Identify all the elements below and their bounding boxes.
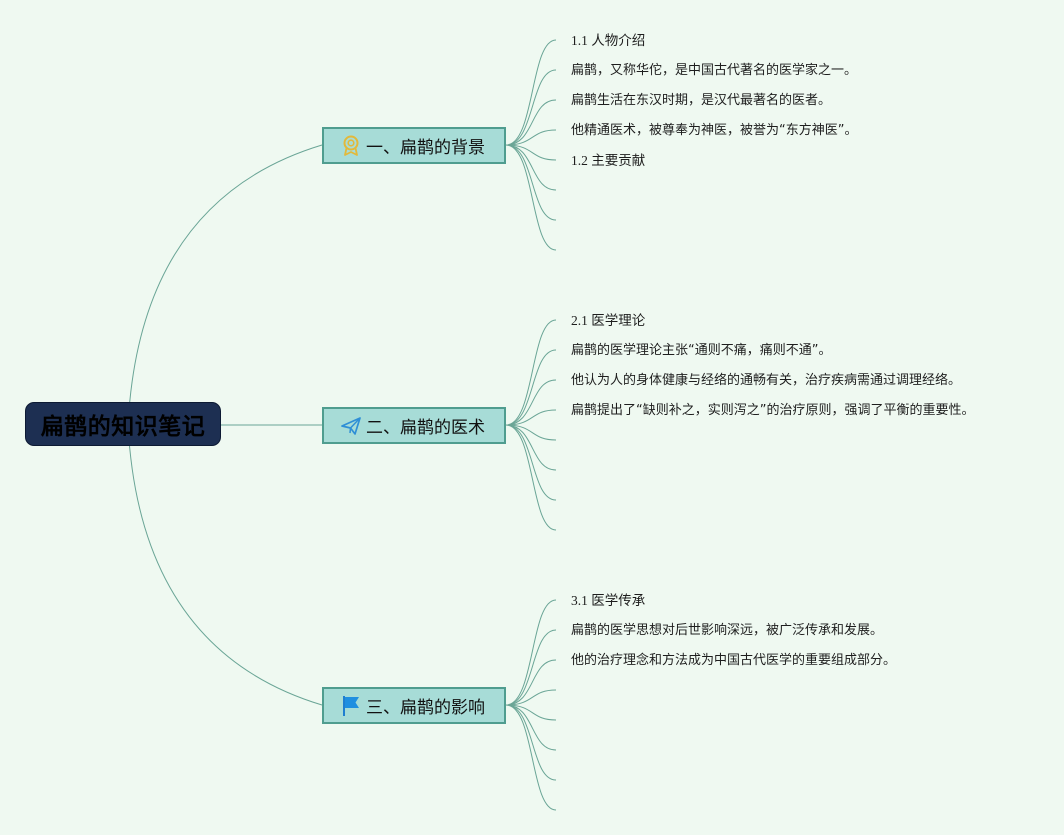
- connectors-branch-2: [505, 319, 557, 531]
- leaf-topic[interactable]: 他精通医术，被尊奉为神医，被誉为“东方神医”。: [571, 123, 858, 138]
- leaf-topic[interactable]: 扁鹊生活在东汉时期，是汉代最著名的医者。: [571, 93, 832, 108]
- leaf-topic[interactable]: 他的治疗理念和方法成为中国古代医学的重要组成部分。: [571, 653, 897, 668]
- root-topic[interactable]: 扁鹊的知识笔记: [25, 402, 221, 446]
- branch-topic-label: 二、扁鹊的医术: [366, 418, 485, 438]
- connectors-branch-1: [505, 39, 557, 251]
- leaf-topic[interactable]: 扁鹊的医学思想对后世影响深远，被广泛传承和发展。: [571, 623, 884, 638]
- branch-topic-medicine[interactable]: 二、扁鹊的医术: [322, 407, 506, 444]
- branch-topic-label: 三、扁鹊的影响: [366, 698, 485, 718]
- connector-root-branch-3: [127, 424, 323, 706]
- leaf-topic[interactable]: 扁鹊，又称华佗，是中国古代著名的医学家之一。: [571, 63, 858, 78]
- leaf-topic[interactable]: 扁鹊的医学理论主张“通则不痛，痛则不通”。: [571, 343, 832, 358]
- connector-root-branch-1: [127, 144, 323, 426]
- branch-topic-background[interactable]: 一、扁鹊的背景: [322, 127, 506, 164]
- root-topic-label: 扁鹊的知识笔记: [40, 414, 206, 440]
- leaf-topic[interactable]: 2.1 医学理论: [571, 313, 646, 328]
- leaf-topic[interactable]: 扁鹊提出了“缺则补之，实则泻之”的治疗原则，强调了平衡的重要性。: [571, 403, 975, 418]
- flag-icon: [340, 695, 362, 717]
- connectors-branch-3: [505, 599, 557, 811]
- paper-plane-icon: [340, 415, 362, 437]
- branch-topic-influence[interactable]: 三、扁鹊的影响: [322, 687, 506, 724]
- branch-topic-label: 一、扁鹊的背景: [366, 138, 485, 158]
- leaf-topic[interactable]: 3.1 医学传承: [571, 593, 646, 608]
- award-badge-icon: [340, 135, 362, 157]
- leaf-topic[interactable]: 1.1 人物介绍: [571, 33, 646, 48]
- leaf-topic[interactable]: 1.2 主要贡献: [571, 153, 646, 168]
- leaf-topic[interactable]: 他认为人的身体健康与经络的通畅有关，治疗疾病需通过调理经络。: [571, 373, 962, 388]
